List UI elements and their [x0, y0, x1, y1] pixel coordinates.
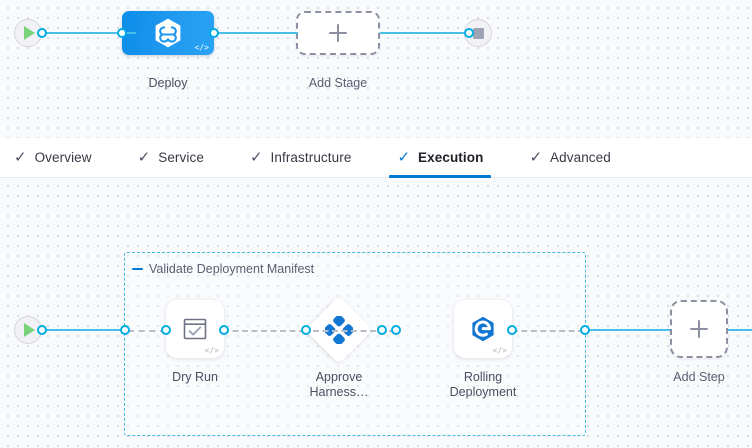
port-end-in[interactable]	[464, 28, 474, 38]
play-icon	[24, 26, 35, 40]
stage-config-tabs: ✓ Overview ✓ Service ✓ Infrastructure ✓ …	[0, 138, 752, 178]
port-approve-in[interactable]	[301, 325, 311, 335]
tab-infrastructure[interactable]: ✓ Infrastructure	[250, 138, 370, 177]
link-addstage-to-end	[380, 31, 470, 34]
tab-infrastructure-label: Infrastructure	[270, 150, 352, 165]
port-dryrun-out[interactable]	[219, 325, 229, 335]
link-dryrun-to-approve	[223, 329, 305, 332]
plus-icon	[329, 24, 347, 42]
code-badge-icon[interactable]: </>	[194, 43, 209, 52]
link-deploy-to-addstage	[214, 31, 298, 34]
check-icon: ✓	[529, 149, 543, 166]
port-exec-start-out[interactable]	[37, 325, 47, 335]
link-group-to-addstep	[584, 328, 670, 331]
code-badge-icon[interactable]: </>	[492, 346, 507, 355]
port-dryrun-in[interactable]	[161, 325, 171, 335]
play-icon	[24, 323, 35, 337]
tab-advanced-label: Advanced	[550, 150, 611, 165]
execution-graph-canvas[interactable]: Validate Deployment Manifest	[0, 178, 752, 448]
check-icon: ✓	[249, 149, 263, 166]
link-group-to-dryrun	[128, 329, 166, 332]
link-start-to-deploy	[36, 31, 136, 34]
step-node-rolling-deployment[interactable]: </>	[454, 300, 512, 358]
k8s-rolling-icon	[469, 315, 497, 343]
tab-overview[interactable]: ✓ Overview	[14, 138, 110, 177]
port-rolling-in[interactable]	[391, 325, 401, 335]
step-group-title: Validate Deployment Manifest	[149, 262, 315, 276]
port-start-out[interactable]	[37, 28, 47, 38]
add-stage-label: Add Stage	[308, 76, 368, 90]
plus-icon	[690, 320, 708, 338]
link-rolling-to-groupend	[512, 329, 584, 332]
tab-overview-label: Overview	[34, 150, 92, 165]
check-icon: ✓	[137, 149, 151, 166]
add-step-label: Add Step	[673, 370, 725, 384]
step-label-rolling-deployment: Rolling Deployment	[449, 370, 517, 399]
port-group-out[interactable]	[580, 325, 590, 335]
port-approve-out[interactable]	[377, 325, 387, 335]
tab-advanced[interactable]: ✓ Advanced	[529, 138, 628, 177]
tab-service-label: Service	[158, 150, 204, 165]
port-deploy-out[interactable]	[209, 28, 219, 38]
stage-node-deploy[interactable]: </>	[122, 11, 214, 55]
port-deploy-in[interactable]	[117, 28, 127, 38]
k8s-dry-run-icon	[182, 317, 208, 341]
link-addstep-to-next	[728, 328, 752, 331]
stage-label-deploy: Deploy	[148, 76, 188, 90]
port-group-in[interactable]	[120, 325, 130, 335]
stage-graph-canvas[interactable]: </> Deploy Add Stage	[0, 0, 752, 138]
tab-execution-label: Execution	[418, 150, 484, 165]
check-icon: ✓	[14, 149, 27, 166]
stop-icon	[472, 27, 484, 39]
harness-logo-icon	[153, 17, 183, 49]
code-badge-icon[interactable]: </>	[204, 346, 219, 355]
check-icon: ✓	[397, 149, 411, 166]
step-label-approve-harness: Approve Harness…	[309, 370, 369, 399]
link-approve-to-rolling	[313, 329, 395, 332]
step-node-dry-run[interactable]: </>	[166, 300, 224, 358]
step-group-header: Validate Deployment Manifest	[132, 262, 314, 276]
pipeline-start-node[interactable]	[14, 19, 42, 47]
tab-execution[interactable]: ✓ Execution	[389, 138, 501, 178]
minus-icon[interactable]	[132, 268, 143, 270]
add-stage-button[interactable]	[296, 11, 380, 55]
tab-service[interactable]: ✓ Service	[138, 138, 222, 177]
link-start-to-group	[36, 328, 128, 331]
add-step-button[interactable]	[670, 300, 728, 358]
port-rolling-out[interactable]	[507, 325, 517, 335]
step-label-dry-run: Dry Run	[172, 370, 218, 384]
